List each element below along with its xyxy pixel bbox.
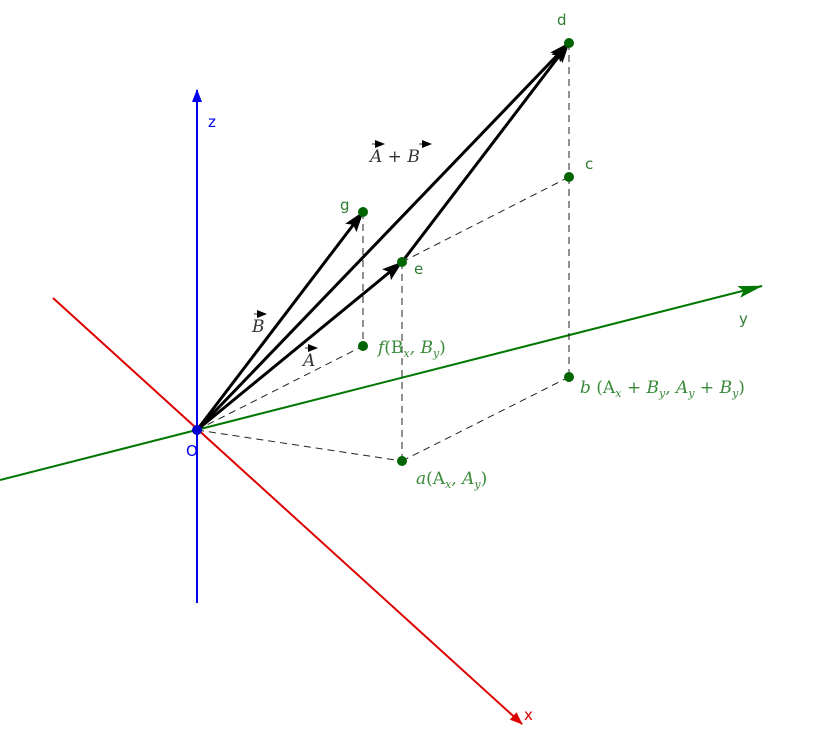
point-a-label: a(Ax, Ay)	[416, 469, 487, 491]
point-g-label: g	[340, 196, 350, 214]
point-b-label: b (Ax + By, Ay + By)	[580, 378, 745, 400]
vector-a	[196, 260, 403, 432]
vector-a-plus-b	[195, 41, 571, 432]
point-f-label: f(Bx, By)	[376, 338, 446, 360]
origin-point[interactable]	[192, 425, 202, 435]
vector-b	[195, 211, 365, 431]
dash-o-f	[196, 345, 364, 431]
point-d[interactable]	[564, 38, 574, 48]
point-d-label: d	[557, 11, 567, 29]
vector-a-label: A	[301, 344, 318, 371]
dash-o-a	[196, 429, 403, 462]
svg-text:A + B: A + B	[368, 147, 420, 167]
point-e[interactable]	[397, 257, 407, 267]
point-c-label: c	[585, 155, 593, 173]
point-e-label: e	[414, 260, 423, 278]
point-c[interactable]	[564, 172, 574, 182]
point-f[interactable]	[358, 341, 368, 351]
point-b[interactable]	[564, 372, 574, 382]
origin-label: O	[186, 442, 198, 460]
z-axis-label: z	[208, 113, 216, 131]
x-axis	[52, 297, 523, 725]
dash-e-c	[401, 176, 570, 263]
y-axis	[0, 285, 763, 481]
point-a[interactable]	[397, 456, 407, 466]
vector-e-d	[400, 42, 571, 263]
vector-sum-label: A + B	[368, 140, 432, 167]
vector-b-label: B	[251, 310, 267, 337]
dash-a-b	[401, 376, 570, 462]
x-axis-label: x	[524, 706, 533, 724]
svg-text:A: A	[301, 351, 315, 371]
svg-text:B: B	[251, 317, 265, 337]
y-axis-label: y	[739, 310, 748, 328]
point-g[interactable]	[358, 207, 368, 217]
